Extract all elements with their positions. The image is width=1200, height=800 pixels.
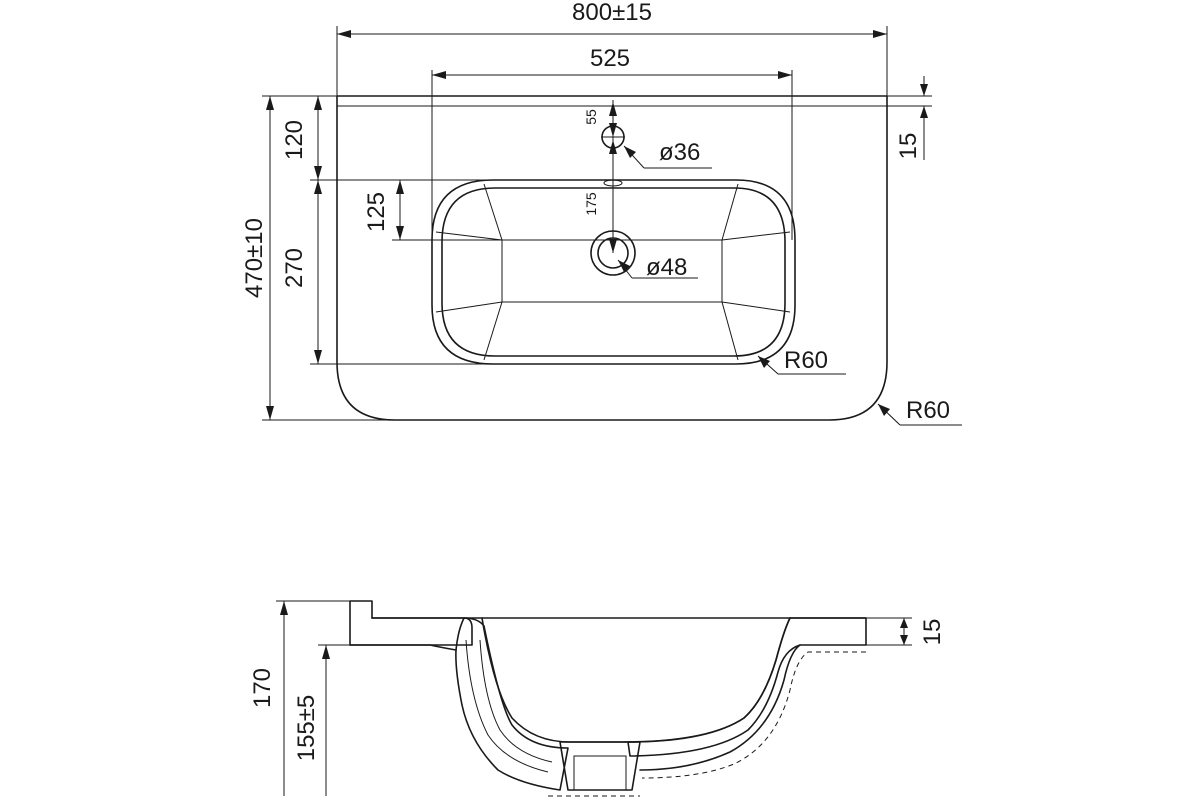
section-view: 170 155±5 15	[249, 600, 946, 797]
bowl-outer-rim	[431, 179, 796, 365]
dim-rim-height: 15	[887, 76, 932, 160]
section-left-rim	[349, 600, 473, 646]
dim-overall-width: 800±15	[336, 0, 888, 96]
label-outer-radius: R60	[906, 397, 950, 424]
dim-bowl-width: 525	[431, 45, 793, 240]
dim-total-height: 170	[249, 600, 350, 796]
section-left-underside	[349, 644, 457, 651]
section-left-wall	[455, 617, 569, 791]
dim-to-drain-axis: 125	[363, 180, 502, 241]
dim-tap-axis: 55 175	[583, 100, 617, 253]
section-drain	[559, 741, 641, 791]
dim-label-tap-to-drain: 175	[583, 192, 599, 216]
label-drain-hole: ø48	[646, 254, 687, 281]
dim-label-front-to-bowl: 120	[281, 120, 308, 160]
dim-label-total-height: 170	[249, 668, 276, 708]
dim-bowl-depth: 270	[281, 180, 493, 365]
dim-label-overall-depth: 470±10	[241, 218, 268, 298]
dim-label-to-drain-axis: 125	[363, 192, 390, 232]
section-right-underside	[639, 644, 801, 771]
leader-outer-radius: R60	[877, 397, 962, 426]
dim-label-tap-offset: 55	[583, 109, 599, 125]
countertop-outline	[336, 95, 888, 421]
leader-tap-hole: ø36	[623, 139, 712, 169]
section-right-dashed	[641, 651, 866, 779]
dim-label-rim-thickness: 15	[919, 619, 946, 646]
dim-front-to-bowl: 120	[281, 96, 493, 181]
section-overflow-channel	[465, 639, 553, 773]
label-tap-hole: ø36	[659, 139, 700, 166]
bowl-inner-rim	[441, 187, 786, 357]
dim-label-bowl-height: 155±5	[293, 695, 320, 762]
section-drain-bore	[573, 755, 627, 791]
dim-label-bowl-depth: 270	[281, 248, 308, 288]
dim-label-bowl-width: 525	[590, 45, 630, 72]
dim-bowl-height: 155±5	[293, 644, 350, 796]
leader-drain-hole: ø48	[617, 254, 698, 281]
plan-view: 800±15 525 470±10 120	[241, 0, 962, 426]
label-bowl-radius: R60	[784, 347, 828, 374]
dim-rim-thickness: 15	[866, 617, 946, 646]
dim-label-rim-height: 15	[895, 133, 922, 160]
dim-overall-depth: 470±10	[241, 95, 395, 421]
leader-bowl-radius: R60	[757, 347, 846, 375]
section-bowl-inner	[481, 617, 791, 743]
section-right-wall	[627, 617, 867, 757]
dim-label-overall-width: 800±15	[572, 0, 652, 26]
